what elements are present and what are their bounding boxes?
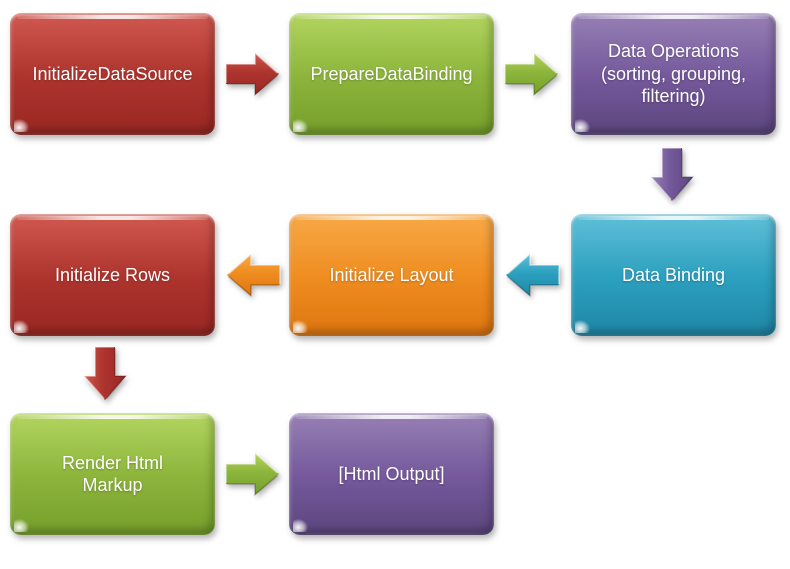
node-label: Data Binding — [621, 264, 726, 285]
node-data-operations: Data Operations (sorting, grouping, filt… — [571, 13, 776, 135]
node-render-html-markup: Render Html Markup — [10, 413, 215, 535]
right-arrow-icon — [225, 51, 281, 97]
right-arrow-icon — [225, 451, 281, 497]
down-arrow-icon — [644, 147, 700, 201]
node-label: Initialize Rows — [54, 264, 171, 285]
node-data-binding: Data Binding — [571, 214, 776, 336]
node-label: PrepareDataBinding — [310, 63, 473, 84]
node-label: [Html Output] — [338, 463, 445, 484]
node-label: Initialize Layout — [329, 264, 454, 285]
node-label: InitializeDataSource — [32, 63, 193, 84]
node-html-output: [Html Output] — [289, 413, 494, 535]
node-initialize-layout: Initialize Layout — [289, 214, 494, 336]
node-prepare-data-binding: PrepareDataBinding — [289, 13, 494, 135]
node-label: Data Operations (sorting, grouping, filt… — [600, 41, 747, 107]
down-arrow-icon — [77, 346, 133, 400]
right-arrow-icon — [504, 51, 560, 97]
left-arrow-icon — [225, 252, 281, 298]
node-label: Render Html Markup — [61, 452, 164, 496]
node-initialize-rows: Initialize Rows — [10, 214, 215, 336]
left-arrow-icon — [504, 252, 560, 298]
node-initialize-data-source: InitializeDataSource — [10, 13, 215, 135]
